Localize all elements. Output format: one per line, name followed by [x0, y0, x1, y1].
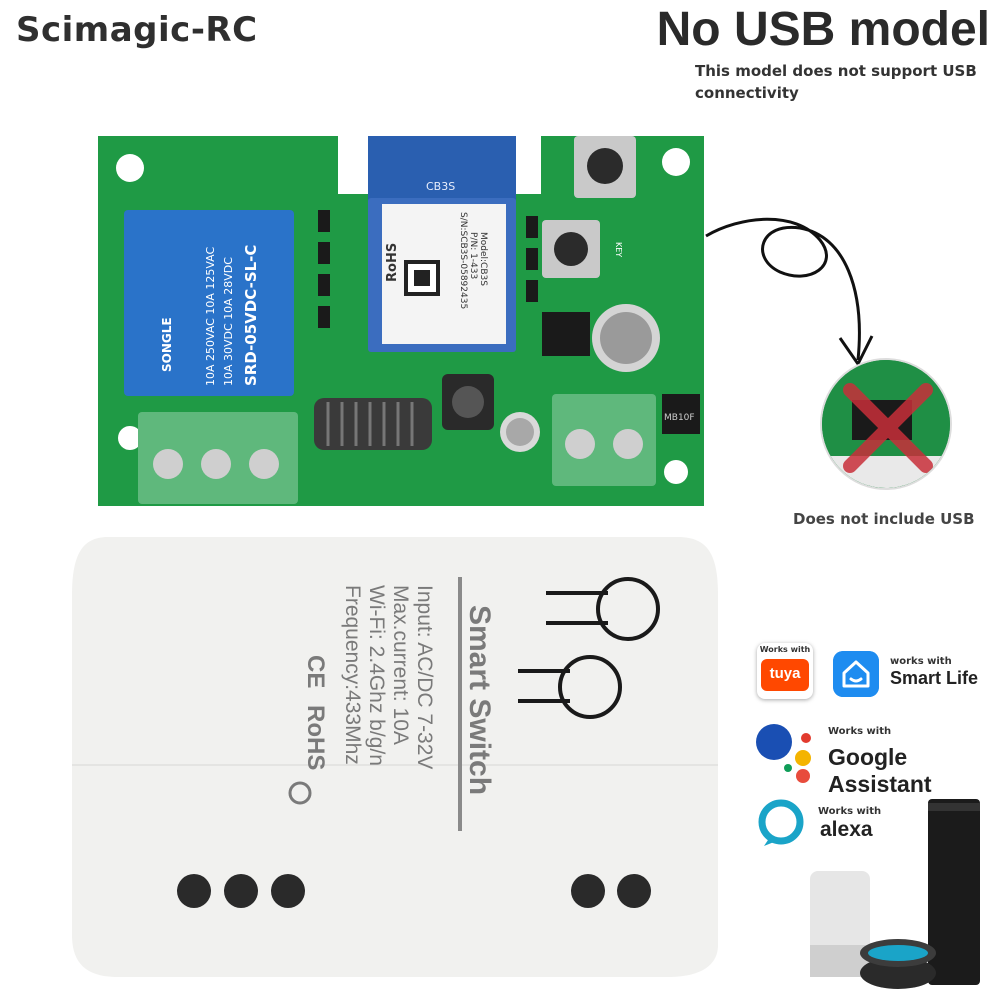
relay-brand: SONGLE [160, 317, 174, 372]
smart-life-works-label: works with [890, 656, 952, 667]
alexa-name: alexa [820, 818, 873, 841]
relay-text-2: 10A 30VDC 10A 28VDC [222, 257, 235, 386]
chip-label: MB10F [664, 413, 695, 423]
relay [124, 210, 294, 396]
tuya-badge: Works with tuya [757, 643, 813, 699]
echo-speaker-icon [810, 799, 980, 989]
google-dots-icon [756, 724, 811, 783]
brand-logo: Scimagic-RC [16, 10, 258, 50]
tuya-works-label: Works with [759, 645, 811, 654]
switch-housing: Smart Switch Input: AC/DC 7-32V Max.curr… [72, 537, 718, 977]
pcb-board: SONGLE 10A 250VAC 10A 125VAC 10A 30VDC 1… [98, 136, 704, 506]
module-text-3: S/N:SCB3S-05892435 [458, 212, 468, 309]
google-assistant-name: Google Assistant [828, 744, 932, 797]
page-title: No USB model [656, 3, 990, 56]
alexa-works-label: Works with [818, 806, 882, 817]
housing-spec-2: Max.current: 10A [389, 585, 412, 745]
cross-icon [822, 360, 950, 488]
recycle-icon [288, 781, 312, 805]
smart-life-name: Smart Life [890, 668, 979, 688]
google-works-label: Works with [828, 726, 892, 737]
page-subtitle: This model does not support USB connecti… [695, 62, 977, 102]
wifi-module [382, 204, 506, 344]
relay-text-1: 10A 250VAC 10A 125VAC [204, 246, 217, 386]
relay-text-3: SRD-05VDC-SL-C [242, 245, 260, 386]
housing-spec-3: Wi-Fi: 2.4Ghz b/g/n [365, 585, 388, 766]
arrow-icon [705, 217, 874, 367]
module-text-2: P/N: 1-433 [468, 232, 478, 279]
module-marks: RoHS [385, 243, 400, 282]
housing-title: Smart Switch [463, 605, 496, 795]
module-label: CB3S [426, 180, 455, 193]
alexa-ring-icon [758, 799, 804, 846]
ic-chip [542, 312, 590, 356]
housing-mark-rohs: RoHS [302, 705, 329, 770]
smart-life-house-icon [833, 651, 879, 697]
housing-spec-1: Input: AC/DC 7-32V [413, 585, 436, 769]
key-label: KEY [614, 242, 623, 257]
usb-callout [820, 358, 952, 490]
terminal-block-2 [552, 394, 656, 486]
module-text-1: Model:CB3S [478, 232, 488, 286]
tuya-logo: tuya [761, 659, 809, 691]
housing-mark-ce: CE [302, 655, 329, 688]
usb-caption: Does not include USB [793, 510, 975, 528]
housing-spec-4: Frequency:433Mhz [341, 585, 364, 765]
